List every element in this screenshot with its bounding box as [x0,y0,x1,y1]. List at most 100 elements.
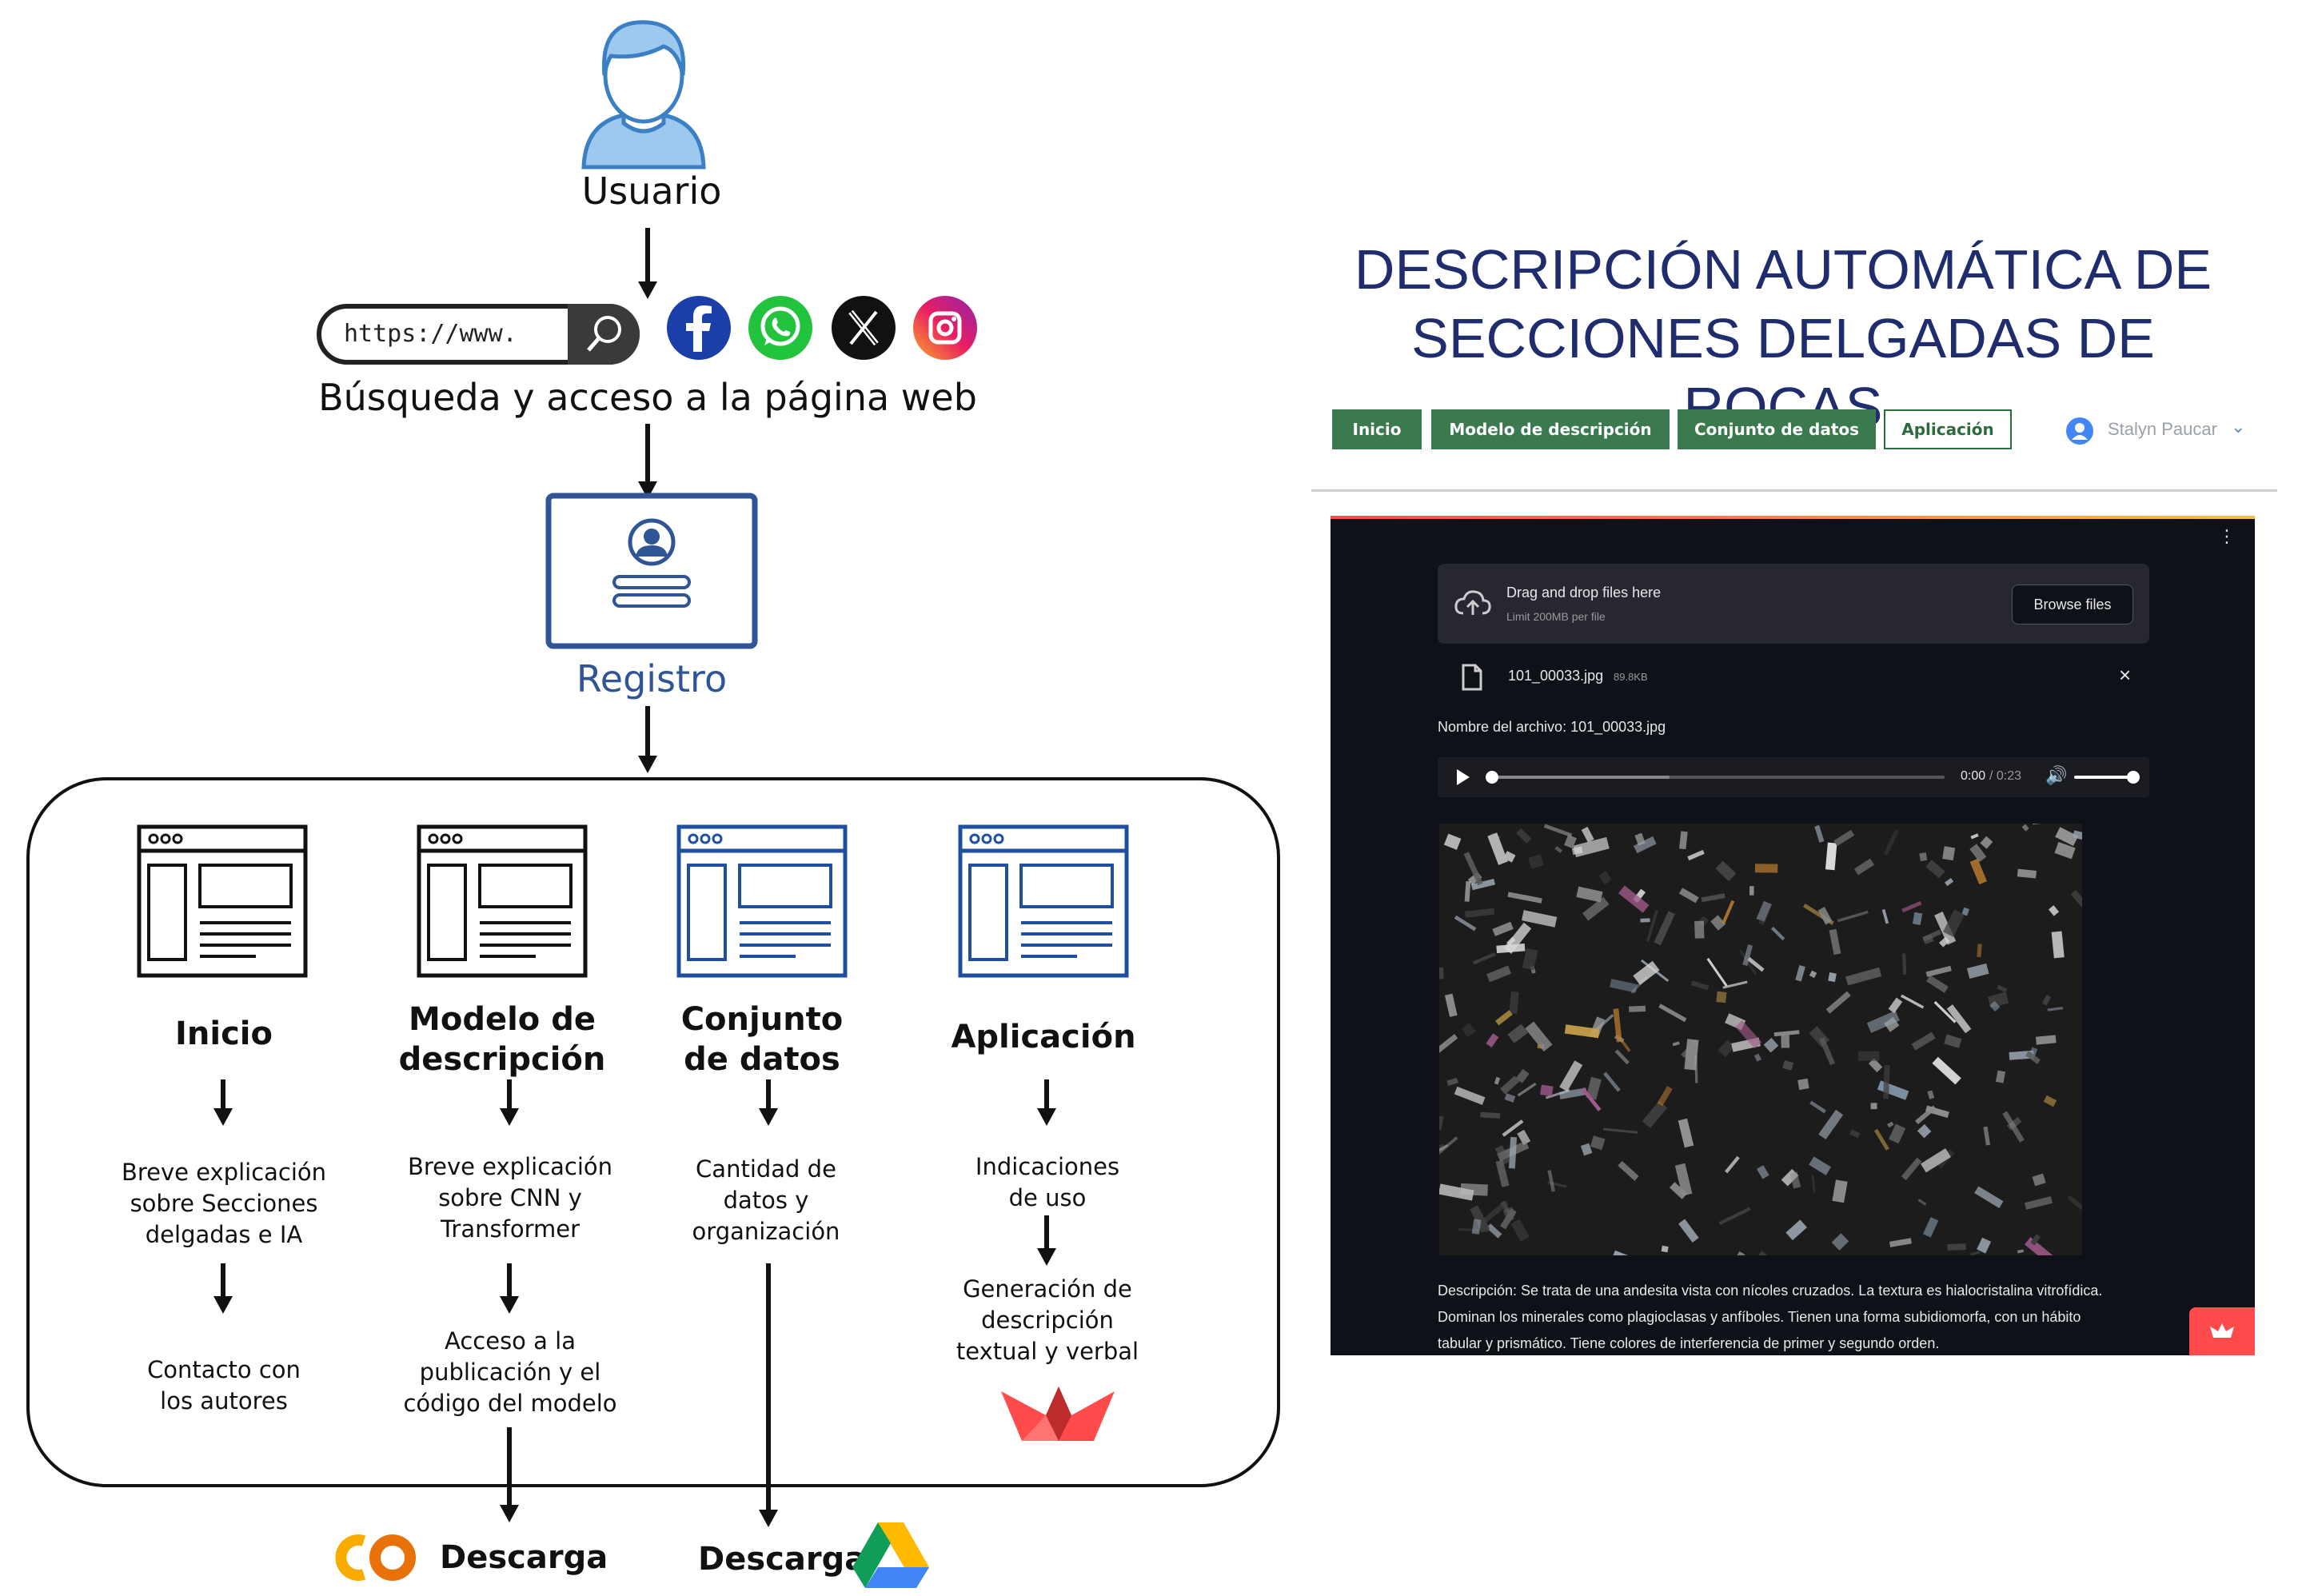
mineral-grain [1943,909,1965,937]
mineral-grain [1580,1143,1593,1156]
mineral-grain [1980,836,1993,849]
mineral-grain [1922,934,1934,944]
mineral-grain [1889,1123,1906,1144]
mineral-grain [1763,1037,1779,1053]
mineral-grain [1470,1205,1490,1233]
mineral-grain [1969,844,1987,863]
facebook-icon [667,296,731,360]
mineral-grain [1564,834,1577,849]
play-icon[interactable] [1457,769,1470,785]
mineral-grain [1718,1039,1735,1057]
mineral-grain [1502,1207,1516,1219]
nav-aplicacion[interactable]: Aplicación [1884,409,2012,449]
mineral-grain [1716,991,1727,1003]
audio-progress-knob[interactable] [1486,771,1498,784]
mineral-grain [1464,881,1471,902]
mineral-grain [1628,1005,1646,1012]
nav-conjunto[interactable]: Conjunto de datos [1678,409,1876,449]
mineral-grain [1633,836,1657,854]
mineral-grain [1670,1182,1688,1199]
mineral-grain [1926,975,1949,993]
section-title-inicio: Inicio [175,1015,273,1052]
mineral-grain [1917,1123,1932,1139]
mineral-grain [1678,888,1699,904]
mineral-grain [1718,1207,1751,1226]
mineral-grain [1849,1129,1861,1139]
chevron-down-icon[interactable]: ⌄ [2231,417,2246,437]
mineral-grain [1736,1251,1745,1255]
user-name[interactable]: Stalyn Paucar [2108,419,2217,439]
mineral-grain [1833,829,1855,847]
mineral-grain [1439,967,1444,980]
mineral-grain [1522,910,1558,928]
mineral-grain [1756,1165,1769,1179]
volume-icon[interactable]: 🔊 [2045,765,2068,785]
mineral-grain [1581,826,1594,843]
mineral-grain [1646,909,1658,943]
more-options-icon[interactable]: ⋮ [2218,527,2236,547]
nav-modelo[interactable]: Modelo de descripción [1431,409,1670,449]
mineral-grain [1522,948,1538,971]
mineral-grain [1517,1082,1537,1097]
mineral-grain [2055,827,2079,847]
mineral-grain [1618,885,1650,913]
mineral-grain [1961,907,1970,916]
file-uploader[interactable]: Drag and drop files here Limit 200MB per… [1438,564,2149,644]
browse-files-button[interactable]: Browse files [2012,585,2133,624]
mineral-grain [2017,868,2037,879]
mineral-grain [1540,1084,1554,1097]
mineral-grain [1753,1053,1761,1062]
whatsapp-icon [748,296,812,360]
x-twitter-icon [832,296,896,360]
url-text: https://www. [344,320,517,348]
mineral-grain [1494,1145,1511,1165]
mineral-grain [1785,1219,1807,1241]
mineral-grain [1914,1105,1937,1125]
mineral-grain [1687,849,1705,861]
file-caption: Nombre del archivo: 101_00033.jpg [1438,719,1666,735]
mineral-grain [1773,1030,1800,1037]
register-label: Registro [576,657,728,700]
streamlit-crown-icon [2210,1323,2234,1338]
mineral-grain [1946,1004,1972,1034]
mineral-grain [1582,896,1610,921]
mineral-grain [1633,960,1660,985]
nav-inicio[interactable]: Inicio [1332,409,1422,449]
mineral-grain [1977,1237,1992,1254]
mineral-grain [1782,1060,1794,1071]
mineral-grain [1674,1163,1693,1196]
mineral-grain [1525,1021,1553,1052]
mineral-grain [1735,1020,1762,1049]
mineral-grain [1642,1100,1668,1128]
mineral-grain [1870,1103,1877,1110]
search-button [568,304,640,365]
mineral-grain [1831,1233,1849,1251]
mineral-grain [1463,852,1483,886]
mineral-grain [1829,928,1841,956]
mineral-grain [1974,1186,2004,1208]
mineral-grain [1969,1251,1981,1255]
audio-player[interactable]: 0:00 / 0:23 🔊 [1438,757,2149,797]
audio-progress-track[interactable] [1489,776,1945,779]
colab-icon [335,1534,416,1581]
user-avatar-icon[interactable] [2066,417,2093,445]
volume-slider[interactable] [2074,776,2130,779]
download-drive-label: Descarga [698,1541,867,1578]
mineral-grain [1866,1010,1900,1033]
mineral-grain [2017,1249,2025,1254]
mineral-grain [1481,1200,1509,1224]
mineral-grain [1603,1071,1621,1092]
mineral-grain [1832,1179,1848,1203]
remove-file-icon[interactable]: × [2119,663,2132,687]
search-access-label: Búsqueda y acceso a la página web [318,376,977,419]
mineral-grain [1853,858,1875,876]
mineral-grain [1509,991,1519,1014]
file-icon [1462,664,1482,691]
mineral-grain [1997,984,2008,993]
streamlit-badge[interactable] [2189,1307,2255,1355]
mineral-grain [2030,1234,2041,1246]
volume-knob[interactable] [2127,771,2140,784]
file-size: 89.8KB [1614,671,1648,683]
mineral-grain [1439,1183,1474,1201]
